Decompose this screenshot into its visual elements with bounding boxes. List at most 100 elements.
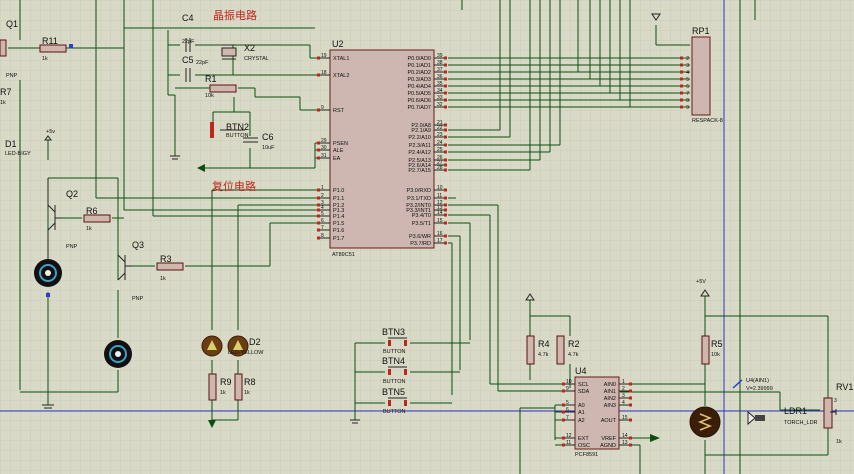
led-d2-left[interactable] bbox=[201, 335, 223, 357]
resistor-r9[interactable]: R9 1k bbox=[208, 373, 232, 401]
u4-pin-name: VREF bbox=[601, 436, 616, 442]
resistor-r1[interactable]: R1 10k bbox=[205, 74, 237, 99]
u4-pin-number: 9 bbox=[566, 386, 569, 392]
resistor-r6[interactable]: R6 1k bbox=[83, 206, 111, 232]
u4-pin-state bbox=[562, 410, 565, 414]
resistor-r8[interactable]: R8 1k bbox=[234, 373, 256, 401]
u2-pin-state bbox=[444, 56, 447, 60]
r2-value: 4.7k bbox=[568, 352, 579, 358]
potentiometer-rv1[interactable]: RV1 1k 3 bbox=[823, 382, 853, 445]
u4-pin-state bbox=[562, 418, 565, 422]
u4-pin-name: AIN2 bbox=[604, 396, 616, 402]
resistor-r5[interactable]: R5 10k bbox=[701, 335, 723, 365]
u4-pin-name: AGND bbox=[600, 443, 616, 449]
crystal-x2[interactable]: X2 CRYSTAL bbox=[221, 43, 269, 62]
button-btn2[interactable]: BTN2 BUTTON bbox=[210, 122, 249, 139]
probe-name: U4(AIN1) bbox=[746, 378, 769, 384]
v5-left-label: +5v bbox=[46, 129, 55, 135]
chip-u2[interactable]: U2 AT89C51 XTAL119XTAL218RST9PSEN29ALE30… bbox=[317, 39, 447, 258]
u4-pin-state bbox=[629, 389, 632, 393]
u4-pin-number: 10 bbox=[566, 379, 572, 385]
r5-value: 10k bbox=[711, 352, 720, 358]
r8-value: 1k bbox=[244, 390, 250, 396]
u2-pin-number: 35 bbox=[437, 81, 443, 87]
u2-pin-state bbox=[444, 143, 447, 147]
u2-pin-state bbox=[444, 98, 447, 102]
transistor-q3[interactable]: Q3 PNP bbox=[117, 240, 144, 302]
motor-1[interactable] bbox=[34, 259, 62, 297]
u2-pin-number: 38 bbox=[437, 60, 443, 66]
u2-pin-number: 27 bbox=[437, 160, 443, 166]
u2-pin-state bbox=[444, 84, 447, 88]
r11-value: 1k bbox=[42, 56, 48, 62]
u2-pin-number: 23 bbox=[437, 132, 443, 138]
u2-pin-number: 24 bbox=[437, 140, 443, 146]
u2-pin-number: 28 bbox=[437, 165, 443, 171]
resistor-r3[interactable]: R3 1k bbox=[156, 254, 184, 282]
resistor-r4[interactable]: R4 4.7k bbox=[526, 335, 550, 365]
u2-pin-number: 6 bbox=[321, 218, 324, 224]
led-d2[interactable]: D2 LED-YELLOW bbox=[227, 335, 264, 357]
resistor-r11[interactable]: R11 1k bbox=[39, 36, 73, 62]
button-btn3[interactable]: BTN3 BUTTON bbox=[382, 327, 407, 355]
u2-pin-name: P3.2/INT0 bbox=[406, 203, 431, 209]
q1-label: Q1 bbox=[6, 19, 18, 29]
u4-pin-state bbox=[562, 443, 565, 447]
capacitor-c5[interactable]: C5 22pF bbox=[182, 55, 209, 82]
u4-pin-name: A0 bbox=[578, 403, 585, 409]
transistor-q1[interactable]: Q1 PNP bbox=[0, 19, 18, 79]
rp1-pin-number: 3 bbox=[686, 63, 689, 69]
rp1-pin-number: 6 bbox=[686, 84, 689, 90]
u2-pin-name: P0.4/AD4 bbox=[407, 84, 431, 90]
u2-pin-state bbox=[317, 196, 320, 200]
u2-pin-name: P1.2 bbox=[333, 203, 344, 209]
u2-pin-state bbox=[317, 228, 320, 232]
u2-pin-state bbox=[444, 241, 447, 245]
u2-pin-number: 17 bbox=[437, 238, 443, 244]
u2-pin-name: P2.5/A13 bbox=[408, 158, 431, 164]
transistor-q2[interactable]: Q2 PNP bbox=[47, 178, 78, 258]
capacitor-c4[interactable]: C4 22pF bbox=[182, 13, 195, 52]
u2-pin-state bbox=[444, 135, 447, 139]
u4-pin-name: AIN1 bbox=[604, 389, 616, 395]
u2-pin-name: P0.2/AD2 bbox=[407, 70, 431, 76]
chip-u4[interactable]: U4 PCF8591 SCL10SDA9A05A16A27EXT12OSC11 … bbox=[562, 366, 632, 458]
u2-pin-number: 5 bbox=[321, 211, 324, 217]
u2-pin-name: P3.1/TXD bbox=[407, 196, 431, 202]
u2-pin-state bbox=[444, 188, 447, 192]
u2-pin-state bbox=[444, 158, 447, 162]
r4-value: 4.7k bbox=[538, 352, 549, 358]
c5-label: C5 bbox=[182, 55, 194, 65]
u2-pin-number: 25 bbox=[437, 147, 443, 153]
u2-pin-name: P0.1/AD1 bbox=[407, 63, 431, 69]
voltage-probe[interactable]: U4(AIN1) V=2.39999 bbox=[732, 378, 773, 392]
capacitor-c6[interactable]: C6 10uF bbox=[243, 132, 275, 151]
btn4-label: BTN4 bbox=[382, 356, 405, 366]
button-btn5[interactable]: BTN5 BUTTON bbox=[382, 387, 407, 415]
u4-pin-name: AIN3 bbox=[604, 403, 616, 409]
u2-pin-name: P2.2/A10 bbox=[408, 135, 431, 141]
u2-pin-number: 8 bbox=[321, 233, 324, 239]
rp1-pin-state bbox=[680, 84, 683, 88]
led-d1[interactable]: D1 LED-BIGY bbox=[5, 139, 31, 157]
rv1-label: RV1 bbox=[836, 382, 853, 392]
u2-pin-number: 30 bbox=[321, 145, 327, 151]
u2-pin-name: EA bbox=[333, 156, 341, 162]
u4-pin-state bbox=[629, 403, 632, 407]
q3-label: Q3 bbox=[132, 240, 144, 250]
ldr-ldr1[interactable]: LDR1 TORCH_LDR bbox=[689, 406, 818, 438]
u2-pin-state bbox=[317, 156, 320, 160]
button-btn4[interactable]: BTN4 BUTTON bbox=[382, 356, 407, 385]
u2-pin-name: P3.3/INT1 bbox=[406, 208, 431, 214]
r3-value: 1k bbox=[160, 276, 166, 282]
r3-label: R3 bbox=[160, 254, 172, 264]
crystal-circuit-label: 晶振电路 bbox=[213, 8, 257, 22]
u2-pin-number: 37 bbox=[437, 67, 443, 73]
motor-2[interactable] bbox=[104, 340, 132, 368]
resistor-r7[interactable]: R7 1k bbox=[0, 87, 12, 106]
c6-label: C6 bbox=[262, 132, 274, 142]
resistor-r2[interactable]: R2 4.7k bbox=[556, 335, 580, 365]
torch-icon[interactable] bbox=[747, 410, 765, 426]
